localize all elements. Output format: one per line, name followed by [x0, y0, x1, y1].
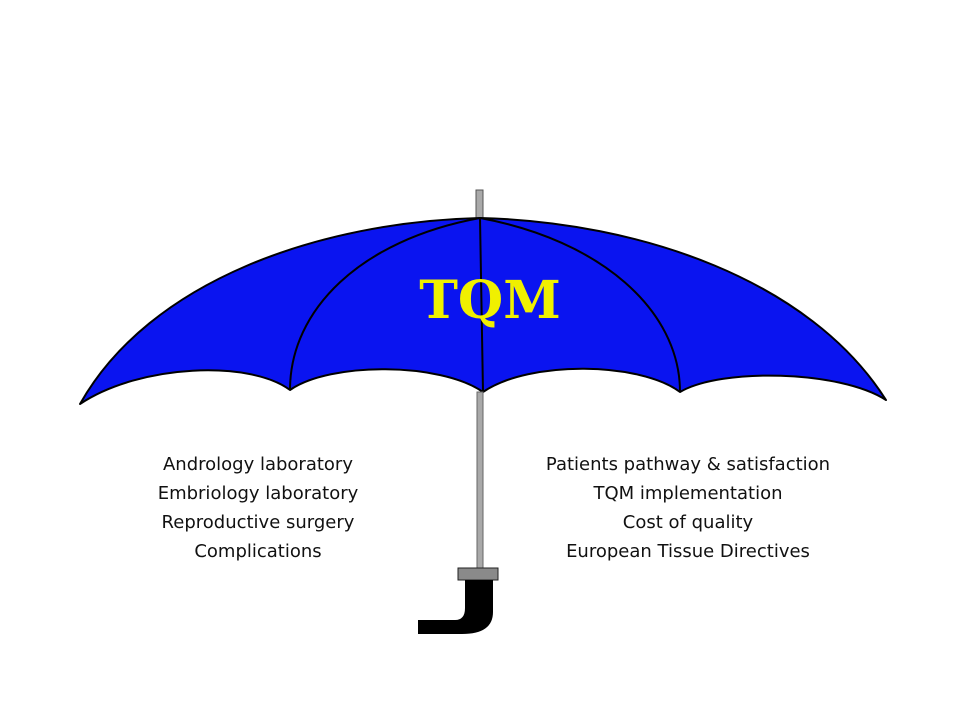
list-item: Embriology laboratory	[157, 483, 359, 504]
list-item: Cost of quality	[622, 512, 754, 533]
umbrella-collar	[457, 567, 499, 581]
list-item: European Tissue Directives	[566, 541, 810, 562]
umbrella-shaft	[476, 391, 484, 571]
umbrella-canopy	[79, 217, 887, 405]
umbrella-rib-center	[479, 217, 484, 393]
umbrella-handle	[418, 580, 493, 634]
list-item: TQM implementation	[593, 483, 783, 504]
list-item: Complications	[194, 541, 322, 562]
umbrella-rib-left	[289, 217, 481, 391]
left-topic-list: Andrology laboratory Embriology laborato…	[100, 450, 416, 566]
list-item: Andrology laboratory	[162, 454, 353, 475]
umbrella-label: TQM	[419, 270, 561, 331]
umbrella-rib-right	[479, 217, 681, 393]
list-item: Patients pathway & satisfaction	[545, 454, 831, 475]
list-item: Reproductive surgery	[161, 512, 355, 533]
right-topic-list: Patients pathway & satisfaction TQM impl…	[490, 450, 886, 566]
